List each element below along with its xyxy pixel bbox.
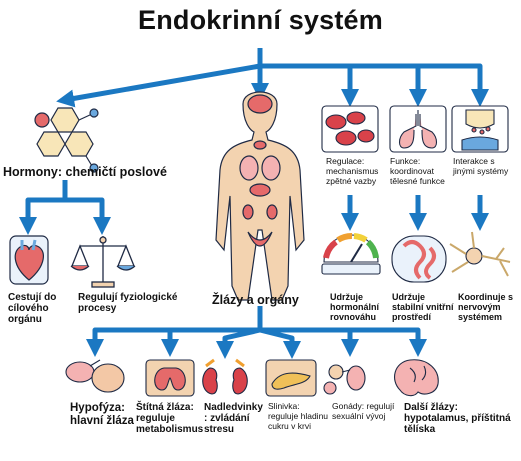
neuron-icon: [449, 231, 511, 277]
hormone-molecule-icon: [34, 107, 99, 173]
glands-organs-label: Žlázy a orgány: [212, 293, 299, 307]
gland-label-adrenal: Nadledvinky : zvládání stresu: [204, 402, 263, 436]
synapse-icon: [451, 105, 509, 153]
page-title: Endokrinní systém: [138, 5, 383, 35]
regulation-label: Regulace: mechanismus zpětné vazby: [326, 156, 379, 186]
brain-icon: [394, 359, 439, 397]
connector-lines: [19, 48, 489, 359]
intestine-icon: [391, 235, 447, 283]
gland-label-gonads: Gonády: regulují sexuální vývoj: [332, 401, 395, 421]
gauge-meter-icon: [321, 233, 381, 275]
adrenal-kidney-icon: [202, 358, 248, 395]
thyroid-icon: [145, 359, 195, 397]
balance-scale-icon: [70, 236, 136, 288]
hormone-child-label-1: Regulují fyziologické procesy: [78, 292, 178, 315]
hormone-child-label-0: Cestují do cílového orgánu: [8, 292, 57, 326]
stable-environment-label: Udržuje stabilní vnitřní prostředí: [392, 292, 454, 323]
gland-label-pituitary: Hypofýza: hlavní žláza: [70, 402, 134, 427]
gland-label-pancreas: Slinivka: reguluje hladinu cukru v krvi: [268, 402, 329, 431]
heart-icon: [9, 235, 49, 285]
hormones-label: Hormony: chemičtí poslové: [3, 165, 167, 179]
nervous-coordination-label: Koordinuje s nervovým systémem: [458, 292, 514, 323]
interaction-label: Interakce s jinými systémy: [453, 156, 509, 176]
lungs-icon: [389, 105, 447, 153]
gland-label-thyroid: Štítná žláza: reguluje metabolismus: [136, 402, 204, 436]
gland-label-other: Další žlázy: hypotalamus, příštitná tělí…: [404, 402, 511, 436]
human-body-organs-icon: [215, 91, 305, 301]
function-label: Funkce: koordinovat tělesné funkce: [390, 156, 445, 186]
hormonal-balance-label: Udržuje hormonální rovnováhu: [330, 292, 379, 323]
gonads-icon: [323, 364, 366, 395]
pituitary-gland-icon: [65, 359, 125, 393]
blood-cells-icon: [321, 105, 379, 153]
pancreas-icon: [265, 359, 317, 397]
